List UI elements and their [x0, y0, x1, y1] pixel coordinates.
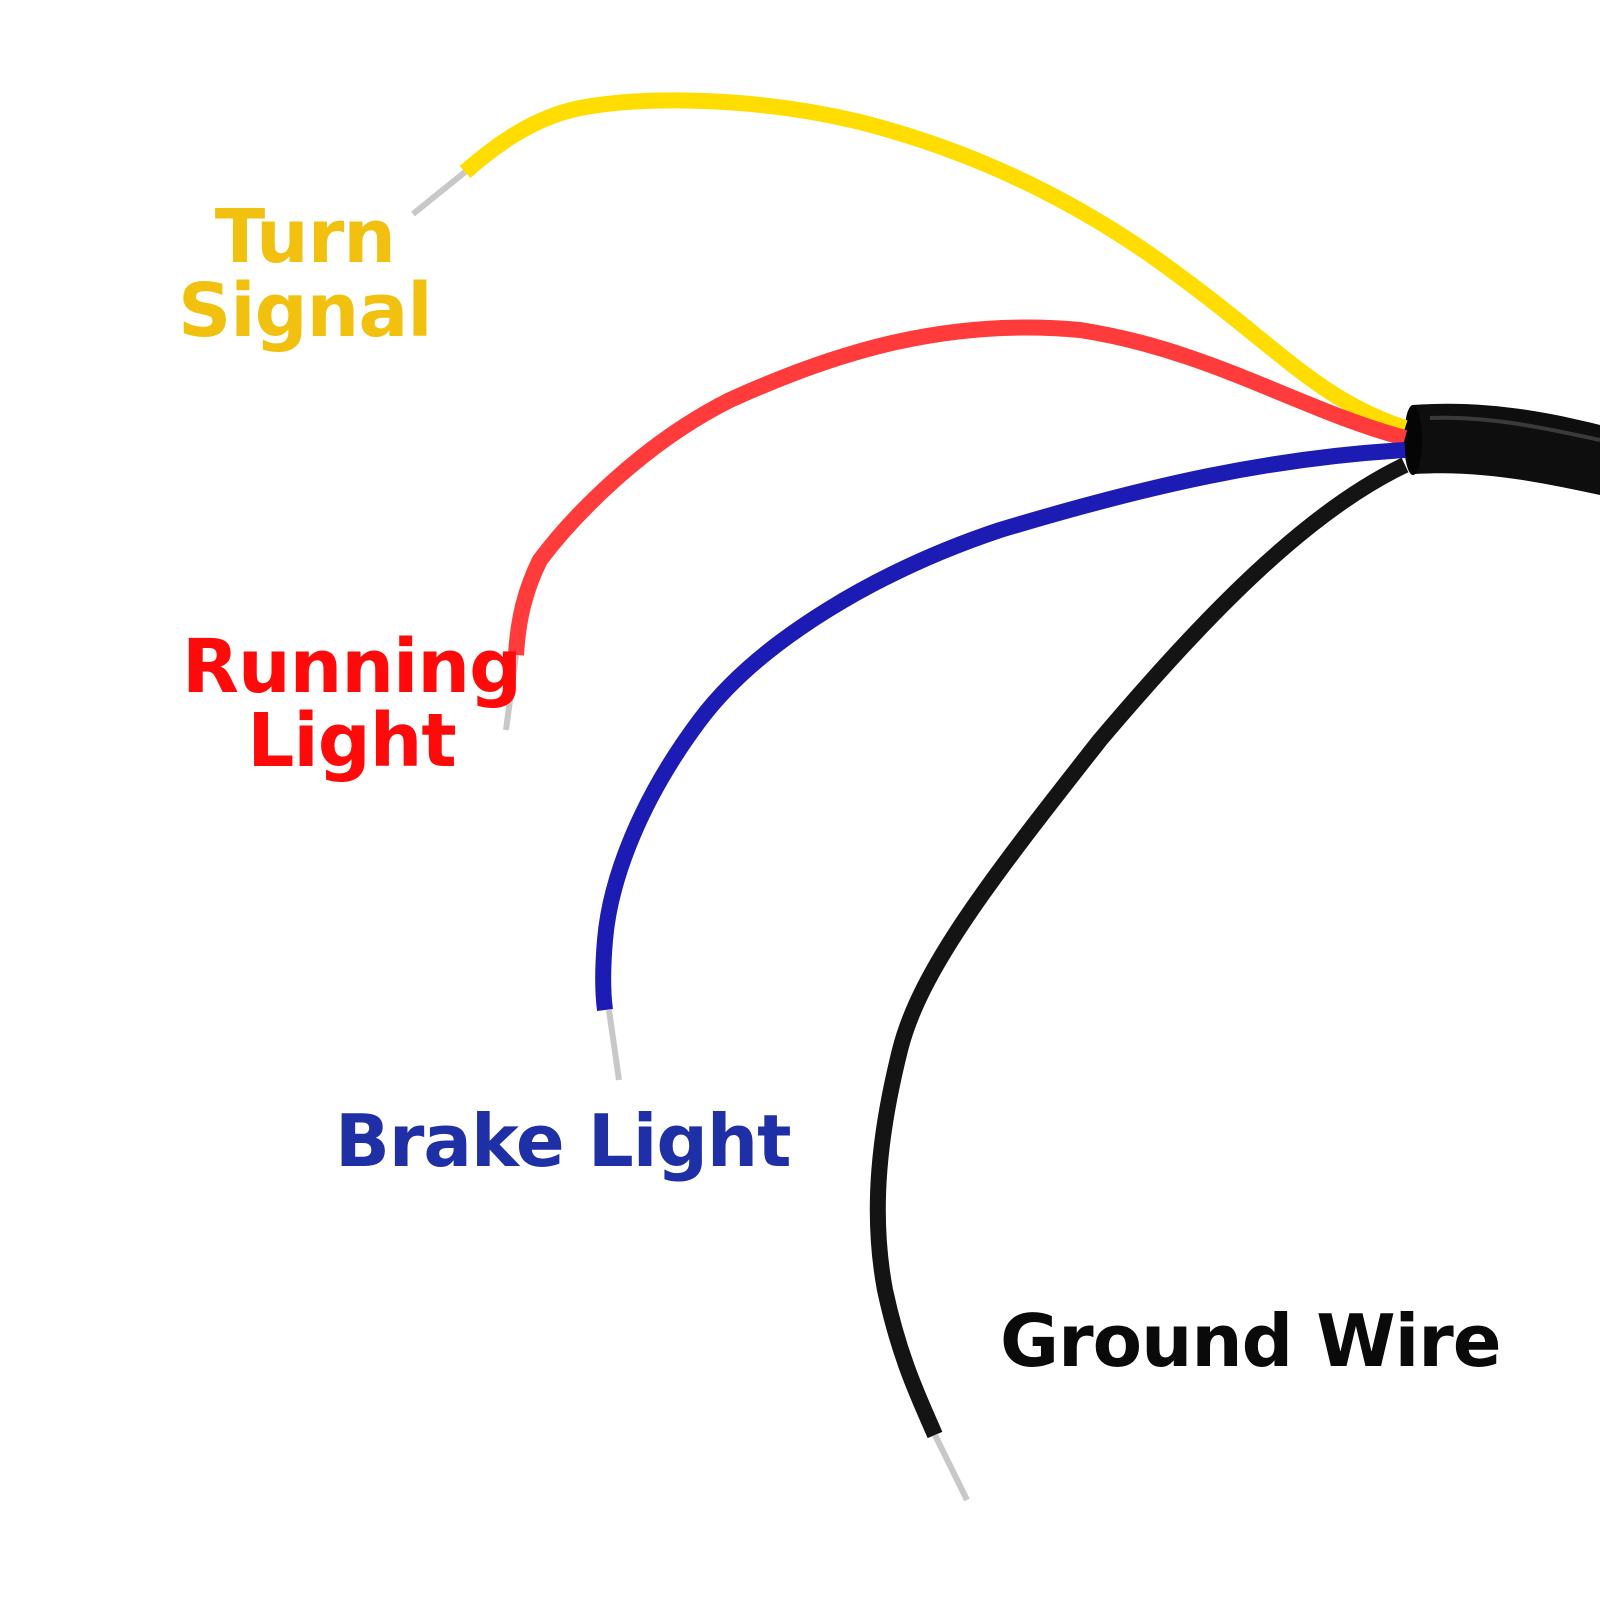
- black-wire: [869, 457, 1409, 1439]
- running-light-label-line1: Running: [182, 624, 522, 710]
- black-wire-bare-end: [932, 1433, 970, 1502]
- blue-wire: [595, 442, 1406, 1012]
- turn-signal-label-line1: Turn: [214, 194, 396, 280]
- red-wire: [508, 319, 1408, 656]
- red-wire-bare-end: [503, 654, 519, 731]
- cable-jacket-highlight: [1429, 415, 1600, 442]
- brake-light-label: Brake Light: [335, 1099, 792, 1183]
- yellow-wire: [459, 92, 1408, 436]
- ground-wire-label: Ground Wire: [1000, 1299, 1502, 1383]
- running-light-label: Running Light: [182, 624, 522, 784]
- cable-jacket: [1412, 403, 1600, 495]
- blue-wire-bare-end: [606, 1009, 622, 1081]
- running-light-label-line2: Light: [247, 698, 457, 784]
- turn-signal-label-line2: Signal: [178, 268, 433, 354]
- cable-jacket-end: [1404, 405, 1422, 475]
- yellow-wire-bare-end: [411, 169, 467, 217]
- turn-signal-label: Turn Signal: [178, 194, 433, 354]
